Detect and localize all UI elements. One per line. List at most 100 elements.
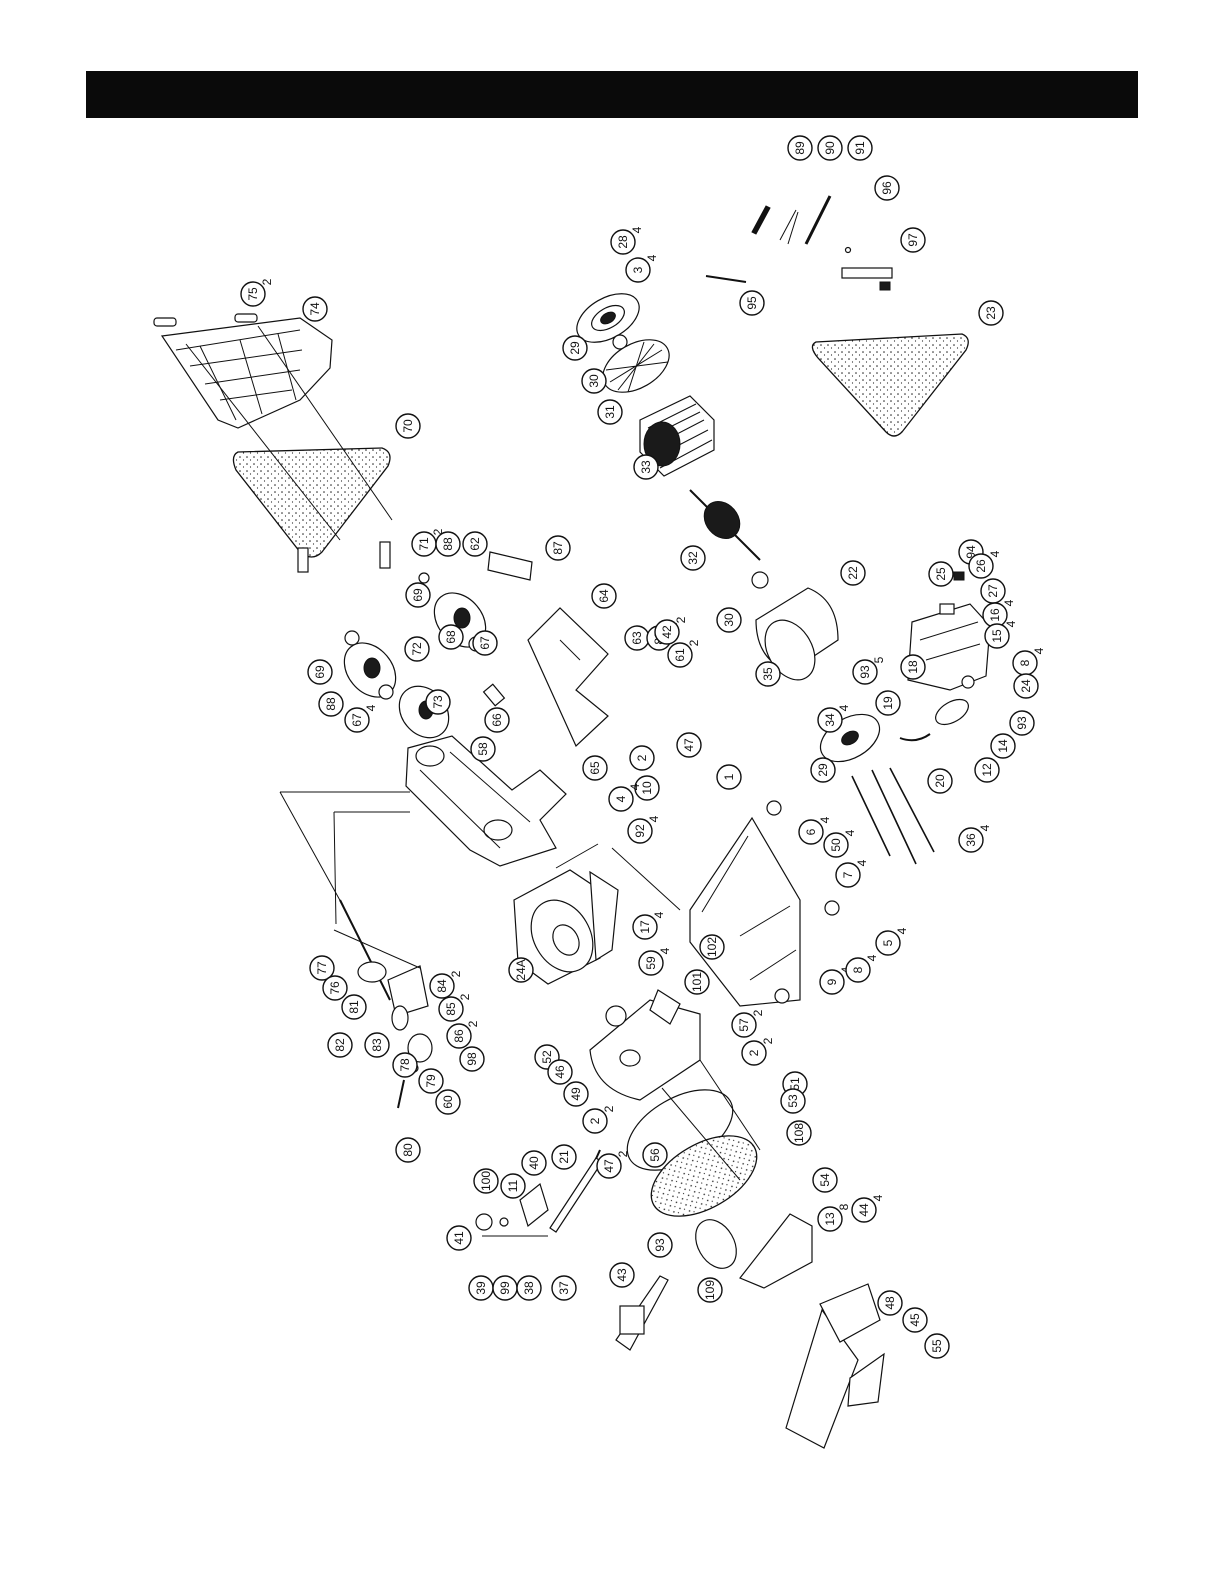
callout-quantity: 4 bbox=[865, 954, 879, 961]
callout-circle bbox=[924, 1333, 950, 1359]
callout-number: 57 bbox=[737, 1018, 751, 1032]
callout-number: 26 bbox=[974, 559, 988, 573]
callout-29: 29 bbox=[562, 335, 588, 361]
callout-number: 19 bbox=[881, 696, 895, 710]
callout-quantity: 2 bbox=[260, 278, 274, 285]
header-bar bbox=[86, 71, 1138, 118]
callout-number: 38 bbox=[522, 1281, 536, 1295]
callout-circle bbox=[425, 689, 451, 715]
callout-4: 44 bbox=[608, 783, 642, 812]
callout-circle bbox=[731, 1012, 757, 1038]
callout-circle bbox=[435, 1089, 461, 1115]
callout-number: 45 bbox=[908, 1313, 922, 1327]
callout-88: 88 bbox=[435, 531, 461, 557]
callout-number: 99 bbox=[498, 1281, 512, 1295]
callout-circle bbox=[404, 636, 430, 662]
callout-number: 8 bbox=[1018, 659, 1032, 666]
belt-guard-plate bbox=[153, 313, 333, 429]
callout-67: 674 bbox=[344, 704, 378, 733]
callout-circle bbox=[508, 957, 534, 983]
callout-1: 1 bbox=[716, 764, 742, 790]
callout-54: 54 bbox=[812, 1167, 838, 1193]
callout-circle bbox=[418, 1068, 444, 1094]
callout-number: 80 bbox=[401, 1143, 415, 1157]
callout-18: 18 bbox=[900, 654, 926, 680]
callout-circle bbox=[364, 1032, 390, 1058]
callout-circle bbox=[716, 607, 742, 633]
callout-number: 15 bbox=[990, 629, 1004, 643]
callout-number: 30 bbox=[722, 613, 736, 627]
callout-circle bbox=[877, 1290, 903, 1316]
callout-66: 66 bbox=[484, 707, 510, 733]
callout-number: 58 bbox=[476, 742, 490, 756]
callout-number: 2 bbox=[588, 1117, 602, 1124]
callout-circle bbox=[654, 619, 680, 645]
callout-49: 49 bbox=[563, 1081, 589, 1107]
callout-number: 79 bbox=[424, 1074, 438, 1088]
callout-number: 78 bbox=[398, 1058, 412, 1072]
callout-number: 41 bbox=[452, 1231, 466, 1245]
callout-circle bbox=[318, 691, 344, 717]
callout-circle bbox=[429, 973, 455, 999]
callout-38: 38 bbox=[516, 1275, 542, 1301]
callout-number: 98 bbox=[465, 1052, 479, 1066]
callout-circle bbox=[634, 775, 660, 801]
callout-quantity: 4 bbox=[1004, 620, 1018, 627]
callout-number: 31 bbox=[603, 405, 617, 419]
callout-number: 83 bbox=[370, 1038, 384, 1052]
callout-quantity: 4 bbox=[978, 824, 992, 831]
callout-number: 66 bbox=[490, 713, 504, 727]
callout-number: 71 bbox=[417, 537, 431, 551]
callout-circle bbox=[845, 957, 871, 983]
callout-82: 82 bbox=[327, 1032, 353, 1058]
callout-47: 472 bbox=[596, 1150, 630, 1179]
callout-circle bbox=[900, 227, 926, 253]
callout-circle bbox=[459, 1046, 485, 1072]
callout-47: 47 bbox=[676, 732, 702, 758]
callout-circle bbox=[344, 707, 370, 733]
callout-number: 14 bbox=[996, 739, 1010, 753]
callout-number: 8 bbox=[851, 966, 865, 973]
callout-quantity: 4 bbox=[658, 947, 672, 954]
callout-8: 84 bbox=[845, 954, 879, 983]
callout-circle bbox=[309, 955, 335, 981]
callout-circle bbox=[780, 1088, 806, 1114]
callout-number: 24 bbox=[1019, 679, 1033, 693]
callout-circle bbox=[551, 1275, 577, 1301]
callout-87: 87 bbox=[545, 535, 571, 561]
callout-number: 12 bbox=[980, 763, 994, 777]
callout-number: 55 bbox=[930, 1339, 944, 1353]
callout-44: 444 bbox=[851, 1194, 885, 1223]
callout-68: 68 bbox=[438, 624, 464, 650]
callout-98: 98 bbox=[459, 1046, 485, 1072]
callout-61: 612 bbox=[667, 639, 701, 668]
callout-81: 81 bbox=[341, 994, 367, 1020]
callout-number: 68 bbox=[444, 630, 458, 644]
callout-number: 84 bbox=[435, 979, 449, 993]
callout-quantity: 4 bbox=[1002, 599, 1016, 606]
callout-3: 34 bbox=[625, 254, 659, 283]
callout-quantity: 2 bbox=[674, 616, 688, 623]
callout-number: 86 bbox=[452, 1029, 466, 1043]
callout-64: 64 bbox=[591, 583, 617, 609]
callout-96: 96 bbox=[874, 175, 900, 201]
callout-number: 101 bbox=[690, 972, 704, 992]
callout-circle bbox=[835, 862, 861, 888]
callout-102: 102 bbox=[699, 934, 725, 960]
callout-20: 20 bbox=[927, 768, 953, 794]
callout-quantity: 8 bbox=[837, 1203, 851, 1210]
callout-circle bbox=[591, 583, 617, 609]
callout-circle bbox=[958, 827, 984, 853]
callout-number: 62 bbox=[468, 537, 482, 551]
callout-circle bbox=[852, 659, 878, 685]
callout-84: 842 bbox=[429, 970, 463, 999]
callout-number: 85 bbox=[444, 1002, 458, 1016]
callout-circle bbox=[438, 996, 464, 1022]
callout-number: 88 bbox=[441, 537, 455, 551]
callout-90: 90 bbox=[817, 135, 843, 161]
callout-78: 78 bbox=[392, 1052, 418, 1078]
callout-number: 89 bbox=[793, 141, 807, 155]
callout-number: 2 bbox=[747, 1049, 761, 1056]
callout-quantity: 2 bbox=[431, 528, 445, 535]
